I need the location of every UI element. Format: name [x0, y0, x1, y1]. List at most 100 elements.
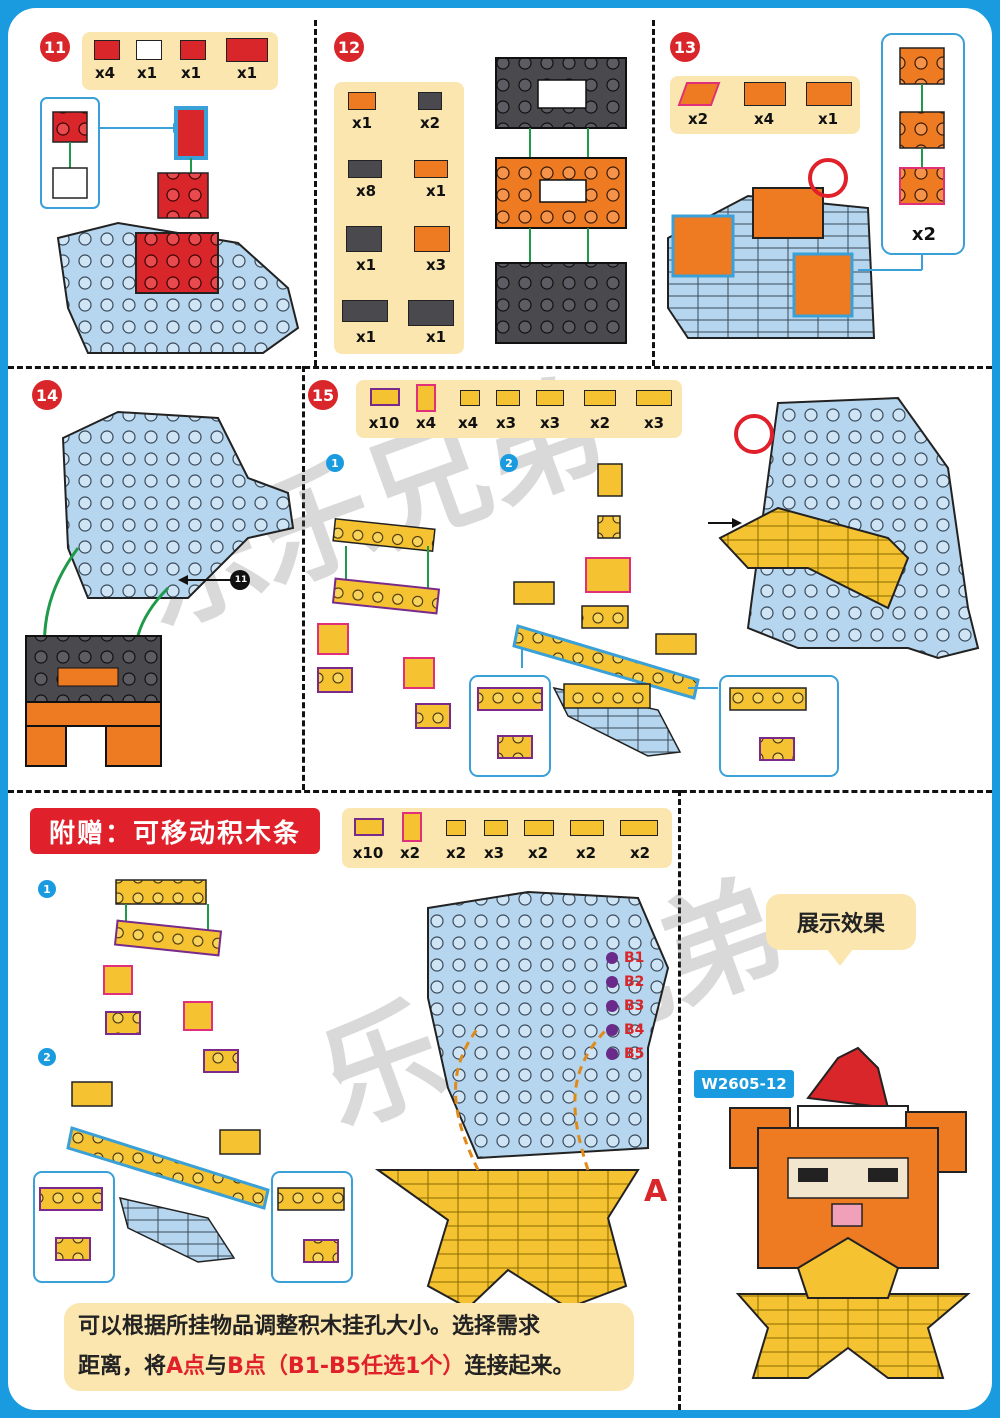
slope-brick-icon	[354, 818, 384, 836]
orange-brick-icon	[348, 92, 376, 110]
step-number-14: 14	[32, 380, 62, 410]
parts-count: x3	[483, 844, 505, 862]
note-line-1: 可以根据所挂物品调整积木挂孔大小。选择需求	[78, 1314, 541, 1339]
parts-count: x1	[136, 64, 158, 82]
wedge-brick-icon	[416, 384, 436, 412]
red-brick-icon	[94, 40, 120, 60]
dark-brick-icon	[342, 300, 388, 322]
point-b1-label: B1	[624, 950, 645, 966]
divider-col-d	[678, 790, 681, 1410]
divider-row1	[8, 366, 992, 369]
step-number-13: 13	[670, 32, 700, 62]
parts-count: x1	[351, 114, 373, 132]
gift-parts-list: x10 x2 x2 x3 x2 x2 x2	[342, 808, 672, 868]
slope-brick-icon	[370, 388, 400, 406]
step11-illustration	[40, 97, 300, 354]
instruction-note: 可以根据所挂物品调整积木挂孔大小。选择需求 距离，将A点与B点（B1-B5任选1…	[64, 1303, 634, 1391]
dark-brick-icon	[348, 160, 382, 178]
point-b3-label: B3	[624, 998, 645, 1014]
yellow-brick-icon	[446, 820, 466, 836]
instruction-page: 乐乐兄弟 乐乐兄弟	[8, 8, 992, 1410]
parts-count: x10	[352, 844, 384, 862]
parts-count: x2	[419, 114, 441, 132]
display-effect-bubble: 展示效果	[766, 894, 916, 966]
tiger-figure	[729, 1046, 971, 1379]
parts-count: x1	[355, 328, 377, 346]
point-b2-label: B2	[624, 974, 645, 990]
parts-count: x3	[425, 256, 447, 274]
yellow-brick-icon	[496, 390, 520, 406]
gift-illustration	[33, 879, 670, 1310]
parts-count: x3	[643, 414, 665, 432]
illustrations	[25, 33, 980, 1379]
parts-count: x2	[575, 844, 597, 862]
step15-sub-number-1: 1	[326, 454, 344, 472]
parts-count: x2	[399, 844, 421, 862]
parts-count: x4	[457, 414, 479, 432]
yellow-brick-icon	[620, 820, 658, 836]
dark-brick-icon	[418, 92, 442, 110]
divider-col-a	[314, 20, 317, 366]
parts-count: x1	[180, 64, 202, 82]
point-b5-label: B5	[624, 1046, 645, 1062]
parts-count: x1	[355, 256, 377, 274]
dark-brick-icon	[346, 226, 382, 252]
point-b4-label: B4	[624, 1022, 645, 1038]
dark-brick-icon	[408, 300, 454, 326]
divider-col-b	[652, 20, 655, 366]
step13-illustration	[667, 33, 965, 339]
parts-count: x10	[368, 414, 400, 432]
gift-sub-number-1: 1	[38, 880, 56, 898]
yellow-brick-icon	[460, 390, 480, 406]
parts-count: x1	[425, 182, 447, 200]
white-brick-icon	[136, 40, 162, 60]
step15-sub-number-2: 2	[500, 454, 518, 472]
step11-parts-list: x4 x1 x1 x1	[82, 32, 278, 90]
step-number-12: 12	[334, 32, 364, 62]
orange-plate-icon	[806, 82, 852, 106]
step14-ref-badge: 11	[234, 575, 248, 585]
yellow-brick-icon	[584, 390, 616, 406]
gift-sub-number-2: 2	[38, 1048, 56, 1066]
step15-illustration	[317, 396, 980, 777]
slope-brick-icon	[677, 82, 721, 106]
parts-count: x2	[527, 844, 549, 862]
parts-count: x2	[589, 414, 611, 432]
red-brick-icon	[180, 40, 206, 60]
parts-count: x8	[355, 182, 377, 200]
step-number-11: 11	[40, 32, 70, 62]
model-code-badge: W2605-12	[694, 1070, 794, 1098]
gift-section-title: 附赠：可移动积木条	[30, 808, 320, 854]
point-a-label: A	[644, 1174, 668, 1209]
orange-brick-icon	[414, 160, 448, 178]
yellow-brick-icon	[636, 390, 672, 406]
parts-count: x4	[415, 414, 437, 432]
parts-count: x1	[236, 64, 258, 82]
orange-brick-icon	[414, 226, 450, 252]
parts-count: x3	[495, 414, 517, 432]
divider-row2	[8, 790, 992, 793]
divider-col-c	[302, 366, 305, 790]
note-line-2: 距离，将A点与B点（B1-B5任选1个）连接起来。	[78, 1354, 575, 1379]
red-plate-icon	[226, 38, 268, 62]
step13-parts-list: x2 x4 x1	[670, 76, 860, 134]
step12-illustration	[495, 57, 627, 344]
step13-inset-count: x2	[911, 224, 937, 245]
step14-illustration	[25, 410, 295, 767]
parts-count: x4	[94, 64, 116, 82]
wedge-brick-icon	[402, 812, 422, 842]
parts-count: x4	[753, 110, 775, 128]
parts-count: x1	[425, 328, 447, 346]
step-number-15: 15	[308, 380, 338, 410]
orange-brick-icon	[744, 82, 786, 106]
parts-count: x2	[687, 110, 709, 128]
parts-count: x2	[445, 844, 467, 862]
yellow-brick-icon	[536, 390, 564, 406]
step15-parts-list: x10 x4 x4 x3 x3 x2 x3	[356, 380, 682, 438]
yellow-brick-icon	[524, 820, 554, 836]
parts-count: x3	[539, 414, 561, 432]
parts-count: x1	[817, 110, 839, 128]
yellow-brick-icon	[570, 820, 604, 836]
yellow-brick-icon	[484, 820, 508, 836]
parts-count: x2	[629, 844, 651, 862]
